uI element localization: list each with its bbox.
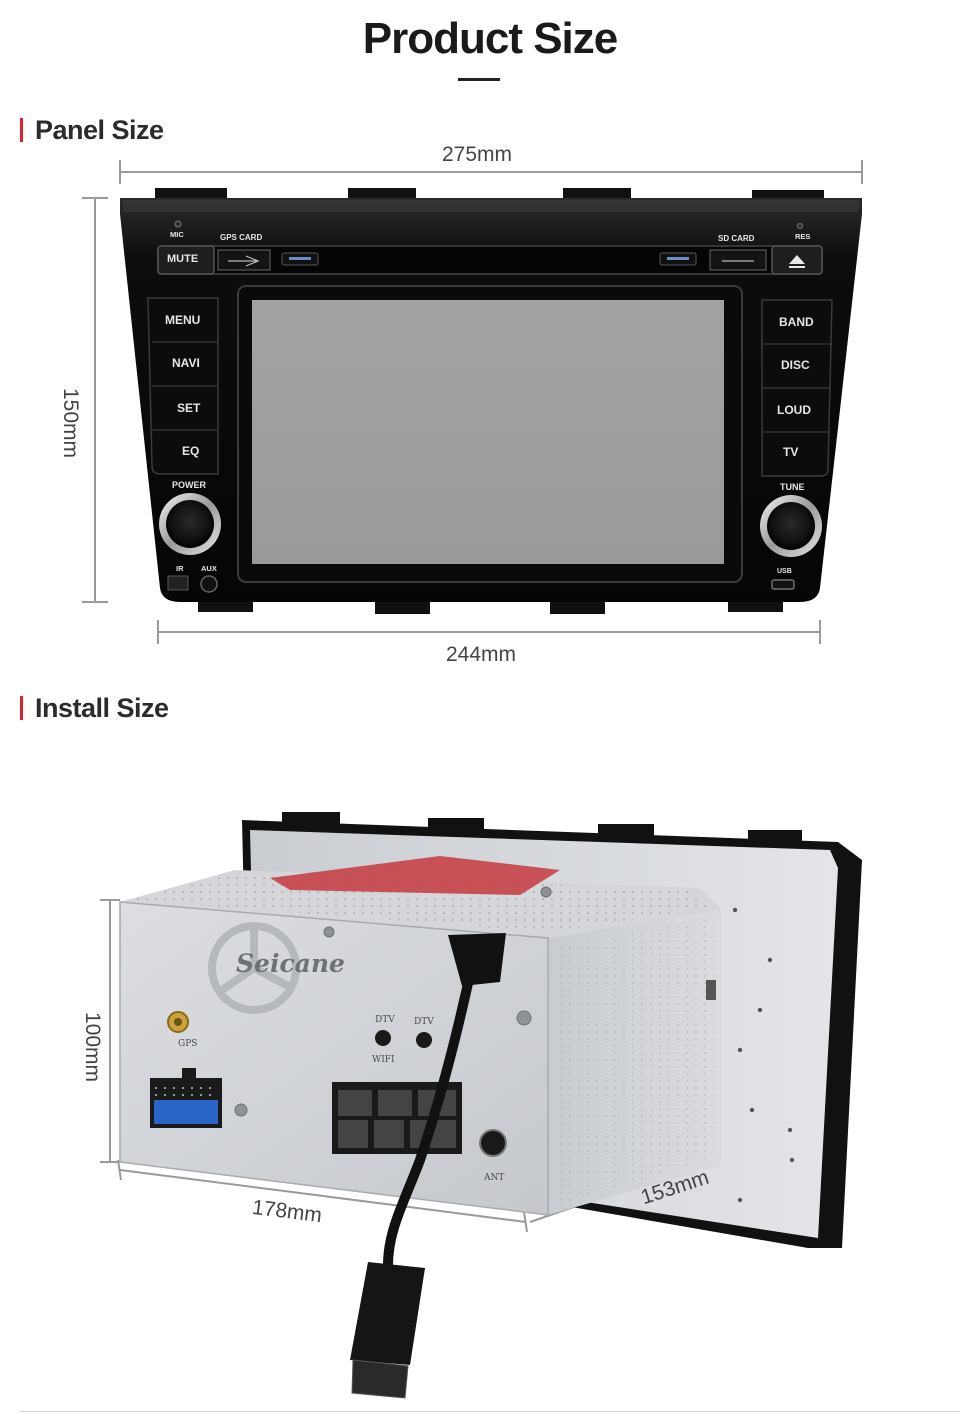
- warranty-seal: [270, 856, 560, 895]
- panel-top-width: 275mm: [442, 143, 513, 166]
- tune-label: TUNE: [780, 482, 805, 492]
- aux-label: AUX: [201, 564, 217, 573]
- band-button[interactable]: BAND: [779, 315, 814, 329]
- ir-label: IR: [176, 564, 184, 573]
- install-height: 100mm: [81, 1012, 104, 1083]
- disc-button[interactable]: DISC: [781, 358, 810, 372]
- dtv-port-2[interactable]: [416, 1032, 432, 1048]
- section-accent-bar: [20, 118, 23, 142]
- antenna-port[interactable]: [479, 1129, 507, 1157]
- install-size-label: Install Size: [35, 692, 169, 723]
- screen-display: [252, 300, 724, 564]
- wifi-port-label: WIFI: [372, 1055, 395, 1065]
- page-title: Product Size: [362, 14, 619, 63]
- tv-button[interactable]: TV: [783, 445, 798, 459]
- dtv-port-2-label: DTV: [414, 1017, 434, 1027]
- rear-mounting-tabs: [282, 812, 802, 842]
- navi-button[interactable]: NAVI: [172, 356, 200, 370]
- cable-plug: [350, 1262, 425, 1365]
- aux-port[interactable]: [200, 575, 218, 593]
- dtv-port-1-label: DTV: [375, 1015, 395, 1025]
- res-label: RES: [795, 232, 810, 241]
- ir-sensor: [167, 575, 189, 591]
- gps-card-slot-icon: [228, 255, 260, 267]
- right-button-column: [761, 299, 833, 477]
- cable-grommet: [448, 933, 506, 986]
- rear-screw-holes: [732, 907, 795, 1203]
- panel-size-label: Panel Size: [35, 114, 164, 145]
- usb-cable: [383, 963, 477, 1266]
- mute-button[interactable]: [157, 245, 215, 275]
- dtv-port-1[interactable]: [375, 1030, 391, 1046]
- reset-hole[interactable]: [797, 223, 803, 229]
- left-button-column: [147, 297, 219, 475]
- menu-button[interactable]: MENU: [165, 313, 200, 327]
- gps-card-label: GPS CARD: [220, 233, 262, 242]
- ant-port-label: ANT: [483, 1173, 504, 1183]
- mic-hole: [174, 220, 182, 228]
- usb-port[interactable]: [771, 579, 795, 590]
- panel-figure: MIC GPS CARD SD CARD RES POWER TUNE IR A…: [82, 160, 863, 644]
- install-size-heading: Install Size: [20, 692, 169, 723]
- brand-watermark: Seicane: [236, 949, 345, 978]
- power-label: POWER: [172, 480, 207, 490]
- section-accent-bar: [20, 696, 23, 720]
- set-button[interactable]: SET: [177, 401, 201, 415]
- mute-label: MUTE: [167, 253, 198, 265]
- tune-knob[interactable]: [760, 495, 822, 557]
- loud-button[interactable]: LOUD: [777, 403, 811, 417]
- bottom-divider: [20, 1411, 960, 1412]
- title-underline: [458, 78, 500, 81]
- gps-port-label: GPS: [178, 1039, 197, 1049]
- eq-button[interactable]: EQ: [182, 444, 199, 458]
- usb-label: USB: [777, 568, 792, 575]
- dimension-lines: [82, 160, 863, 644]
- panel-bottom-width: 244mm: [446, 643, 517, 666]
- panel-size-heading: Panel Size: [20, 114, 164, 145]
- eject-icon: [789, 255, 805, 268]
- sd-card-label: SD CARD: [718, 234, 755, 243]
- power-knob[interactable]: [159, 493, 221, 555]
- logo-emboss: [208, 922, 300, 1014]
- mic-label: MIC: [170, 230, 184, 239]
